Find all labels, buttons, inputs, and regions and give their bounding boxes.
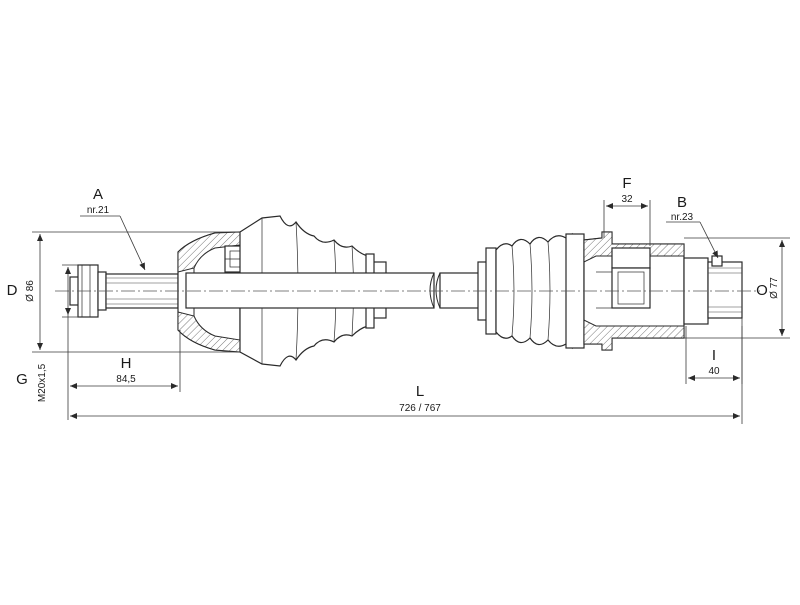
label-d-value: Ø 86	[25, 280, 36, 302]
dimension-h	[70, 330, 181, 392]
label-o: O	[756, 282, 768, 299]
label-h-value: 84,5	[116, 374, 136, 385]
label-i-value: 40	[708, 366, 720, 377]
dimension-d	[32, 231, 240, 353]
dimension-i	[685, 326, 743, 384]
label-l-value: 726 / 767	[399, 403, 441, 414]
label-b-sub: nr.23	[671, 212, 694, 223]
leader-b	[666, 221, 719, 259]
middle-shaft	[185, 272, 481, 309]
label-g: G	[16, 371, 28, 388]
label-a: A	[93, 186, 103, 203]
leader-a	[80, 215, 146, 271]
label-b: B	[677, 194, 687, 211]
label-a-sub: nr.21	[87, 205, 110, 216]
label-f-value: 32	[621, 194, 633, 205]
dimension-f	[603, 200, 651, 246]
right-output-stub	[683, 255, 743, 325]
dimension-g	[62, 264, 80, 420]
label-i: I	[712, 347, 716, 364]
label-l: L	[416, 383, 424, 400]
dimension-o	[684, 237, 790, 339]
label-d: D	[7, 282, 18, 299]
label-f: F	[622, 175, 631, 192]
label-o-value: Ø 77	[769, 277, 780, 299]
label-h: H	[121, 355, 132, 372]
label-g-value: M20x1,5	[37, 363, 48, 402]
